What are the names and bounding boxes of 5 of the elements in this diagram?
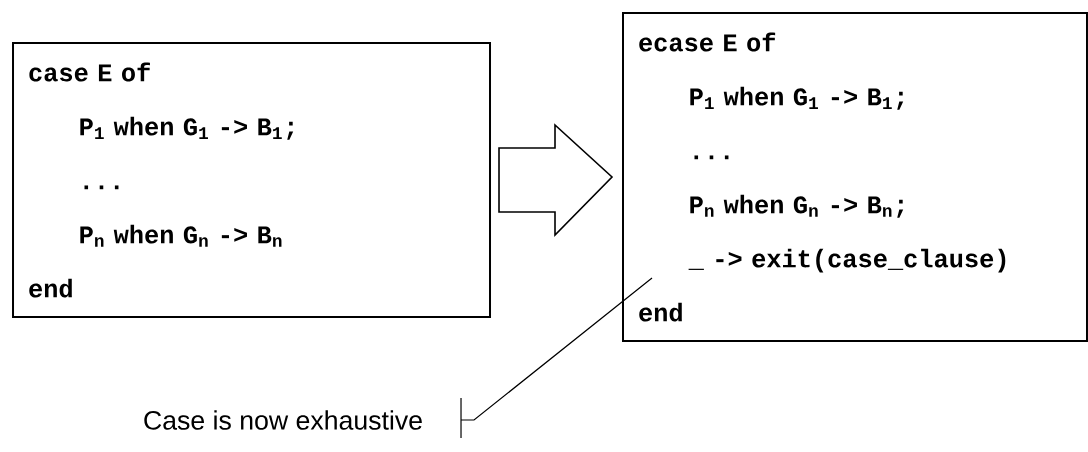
code-box: case E of P$_{1}$ when G$_{1}$ -> B$_{1}$; ... P$_{n}$ when G$_{n}$ -> B$_{n}$ end <box>12 42 491 318</box>
leader-line <box>460 277 653 439</box>
note-text: Case is now exhaustive <box>144 410 422 430</box>
block-arrow <box>498 123 614 237</box>
code-box: ecase E of P$_{1}$ when G$_{1}$ -> B$_{1}$; ... P$_{n}$ when G$_{n}$ -> B$_{n}$; _ -> exit(case_clause) end <box>622 12 1088 342</box>
